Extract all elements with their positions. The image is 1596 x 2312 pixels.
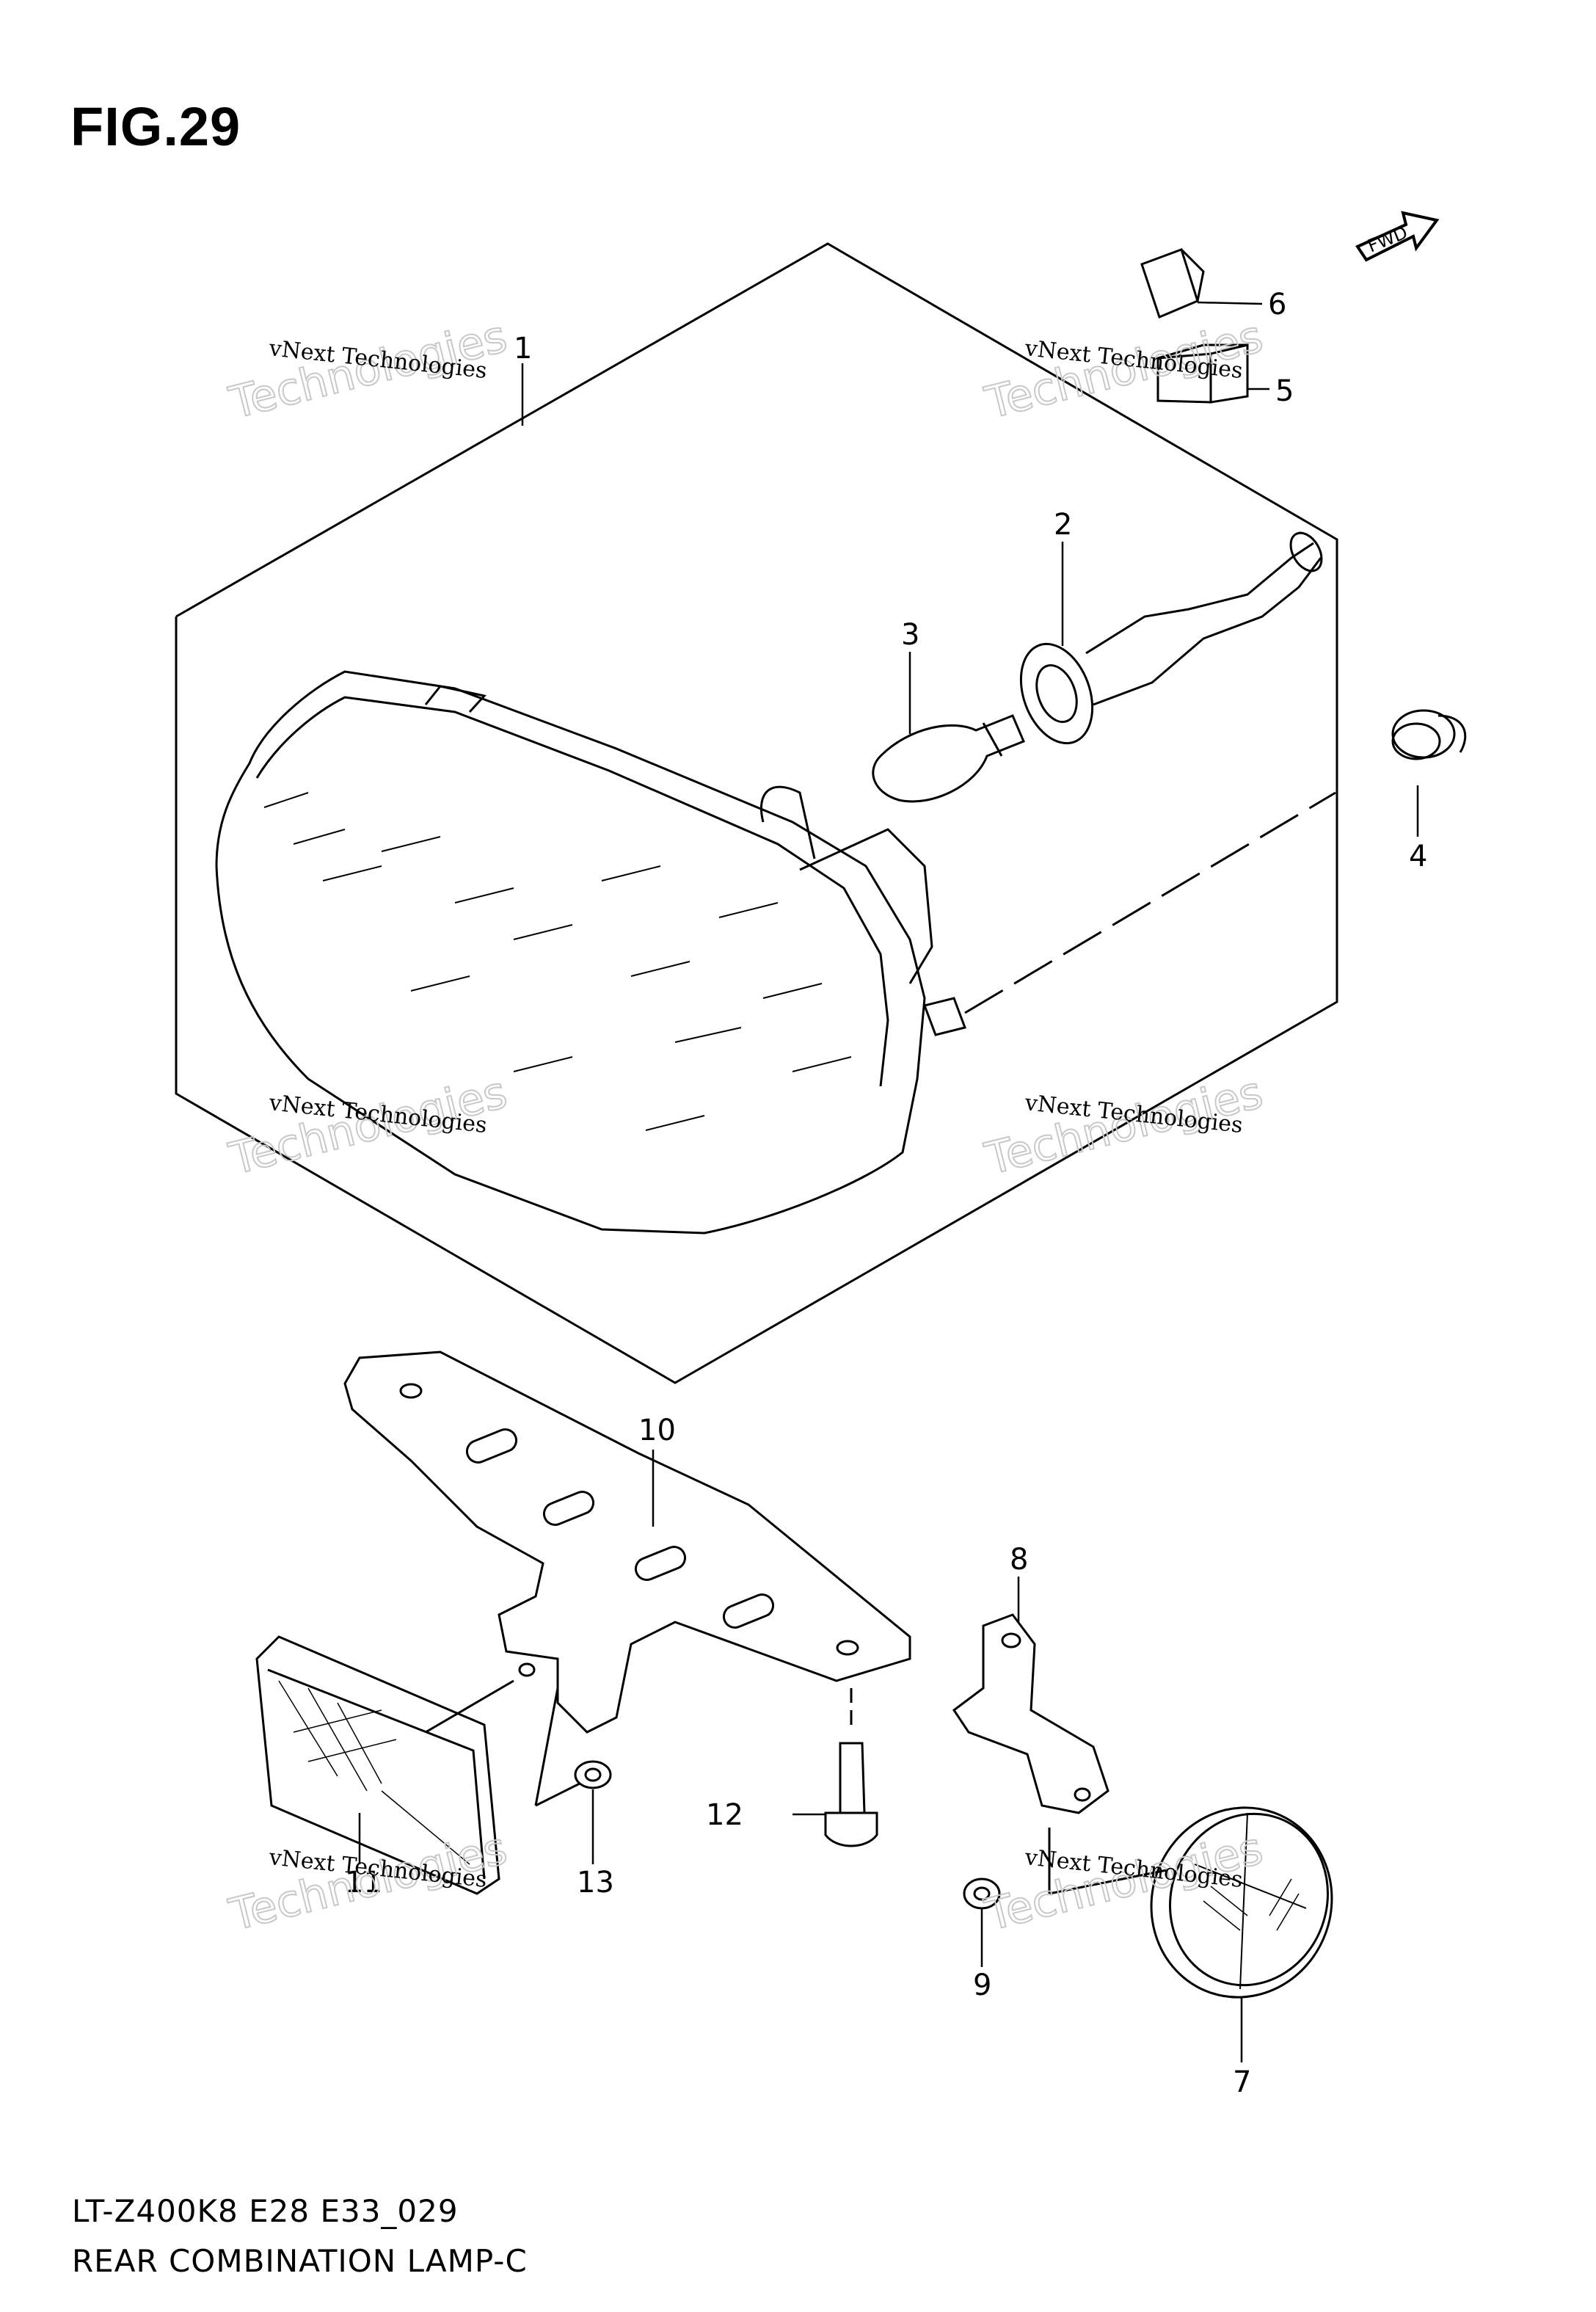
- watermark-bottom-right: Technologies vNext Technologies: [980, 1822, 1269, 1941]
- bulb: [872, 714, 1025, 803]
- figure-title: FIG.29: [70, 96, 241, 157]
- callout-7: 7: [1233, 2065, 1251, 2099]
- cushion-part: [1156, 343, 1249, 404]
- callout-2: 2: [1054, 508, 1072, 542]
- callout-13: 13: [577, 1866, 614, 1900]
- clip-part: [1140, 248, 1205, 319]
- callout-4: 4: [1409, 840, 1427, 873]
- callout-8: 8: [1010, 1543, 1028, 1577]
- callout-5: 5: [1275, 374, 1294, 408]
- watermark-mid-left: Technologies vNext Technologies: [224, 1066, 513, 1185]
- model-code: LT-Z400K8 E28 E33_029: [72, 2193, 459, 2229]
- tail-lamp-housing: [215, 670, 1336, 1235]
- nut-13: [534, 1687, 612, 1807]
- grommet: [1391, 709, 1467, 760]
- callout-1: 1: [514, 332, 532, 366]
- rectangular-reflector: [255, 1635, 514, 1895]
- bracket: [343, 1351, 911, 1734]
- round-reflector: [1048, 1806, 1333, 1999]
- bulb-socket: [1019, 531, 1323, 745]
- callouts: 1 2 3 4 5 6 7 8 9 10 11 12 13: [345, 288, 1427, 2099]
- callout-12: 12: [706, 1798, 743, 1832]
- callout-10: 10: [638, 1414, 676, 1447]
- watermark-bottom-left: Technologies vNext Technologies: [224, 1822, 513, 1941]
- callout-3: 3: [901, 618, 919, 652]
- assembly-box: [175, 242, 1338, 1384]
- callout-11: 11: [345, 1866, 382, 1900]
- callout-6: 6: [1268, 288, 1286, 321]
- fwd-label: FWD: [1365, 222, 1410, 257]
- diagram-name: REAR COMBINATION LAMP-C: [72, 2243, 528, 2279]
- watermark-top-right: Technologies vNext Technologies: [980, 310, 1269, 429]
- callout-leaders: [358, 301, 1419, 2062]
- watermark-mid-right: Technologies vNext Technologies: [980, 1066, 1269, 1185]
- watermarks: Technologies vNext Technologies Technolo…: [224, 310, 1269, 1941]
- bolt: [824, 1688, 878, 1847]
- fwd-arrow-icon: FWD: [1355, 211, 1440, 262]
- reflector-bracket: [952, 1613, 1109, 1814]
- watermark-top-left: Technologies vNext Technologies: [224, 310, 513, 429]
- callout-9: 9: [973, 1969, 991, 2002]
